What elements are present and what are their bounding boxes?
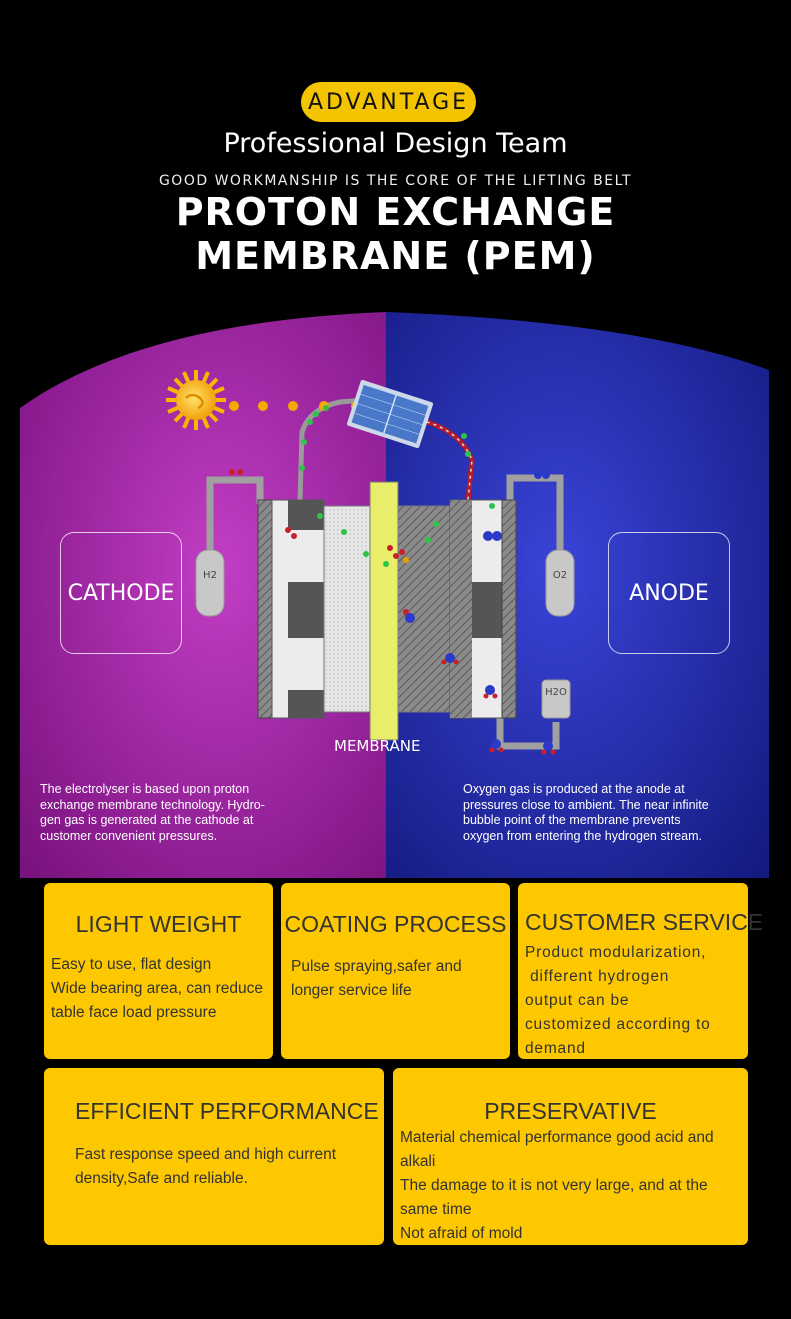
feature-line: same time [400, 1201, 472, 1218]
title-line-1: PROTON EXCHANGE [175, 190, 616, 234]
feature-text: Easy to use, flat design Wide bearing ar… [51, 953, 263, 1025]
feature-line: demand [525, 1040, 586, 1057]
anode-box: ANODE [608, 532, 730, 654]
feature-card-coating-process: COATING PROCESS Pulse spraying,safer and… [281, 883, 510, 1059]
feature-card-preservative: PRESERVATIVE Material chemical performan… [393, 1068, 748, 1245]
anode-desc-line: bubble point of the membrane prevents [463, 813, 681, 827]
anode-background [386, 312, 769, 878]
feature-card-customer-service: CUSTOMER SERVICE Product modularization,… [518, 883, 764, 1061]
cathode-description: The electrolyser is based upon proton ex… [40, 782, 265, 844]
page-title: PROTON EXCHANGE MEMBRANE (PEM) [0, 190, 791, 278]
feature-line: Fast response speed and high current [75, 1146, 337, 1163]
feature-text: Material chemical performance good acid … [400, 1126, 714, 1246]
pem-diagram-graphic: H2 O2 H2O [20, 312, 769, 878]
feature-text: Fast response speed and high current den… [75, 1143, 336, 1191]
feature-title: PRESERVATIVE [484, 1098, 657, 1124]
subtitle: Professional Design Team [223, 128, 568, 159]
o2-label: O2 [553, 570, 567, 581]
feature-line: alkali [400, 1153, 436, 1170]
feature-line: customized according to [525, 1016, 711, 1033]
cathode-desc-line: exchange membrane technology. Hydro- [40, 797, 265, 812]
o2-cylinder [545, 549, 575, 617]
cathode-label: CATHODE [67, 580, 175, 606]
feature-title: COATING PROCESS [284, 911, 507, 937]
feature-line: Pulse spraying,safer and [291, 958, 462, 975]
h2-cylinder [195, 549, 225, 617]
feature-line: The damage to it is not very large, and … [400, 1177, 708, 1194]
title-line-2: MEMBRANE (PEM) [195, 234, 596, 278]
anode-desc-line: Oxygen gas is produced at the anode at [463, 782, 685, 796]
feature-line: density,Safe and reliable. [75, 1170, 248, 1187]
anode-description: Oxygen gas is produced at the anode at p… [463, 782, 709, 844]
feature-line: longer service life [291, 982, 412, 999]
cathode-box: CATHODE [60, 532, 182, 654]
anode-desc-line: pressures close to ambient. The near inf… [463, 797, 709, 812]
solar-panel-icon [346, 379, 434, 449]
feature-title: LIGHT WEIGHT [75, 911, 242, 937]
sun-icon [166, 370, 226, 430]
feature-card-efficient-performance: EFFICIENT PERFORMANCE Fast response spee… [44, 1068, 384, 1245]
feature-title: CUSTOMER SERVICE [525, 909, 764, 935]
pem-diagram: H2 O2 H2O [20, 312, 769, 878]
h2-label: H2 [203, 570, 217, 581]
feature-line: Wide bearing area, can reduce [51, 980, 263, 997]
anode-label: ANODE [629, 580, 709, 606]
h2o-tank [541, 679, 571, 719]
feature-text: Pulse spraying,safer and longer service … [291, 955, 462, 1003]
feature-card-light-weight: LIGHT WEIGHT Easy to use, flat design Wi… [44, 883, 273, 1059]
electrolyser-cell [257, 481, 517, 741]
membrane-strip [369, 481, 399, 741]
anode-desc-line: oxygen from entering the hydrogen stream… [463, 828, 703, 843]
feature-title: EFFICIENT PERFORMANCE [75, 1098, 379, 1124]
advantage-badge: ADVANTAGE [301, 82, 476, 122]
feature-line: different hydrogen [525, 968, 670, 985]
feature-line: Easy to use, flat design [51, 956, 212, 973]
h2o-label: H2O [545, 687, 567, 698]
feature-line: Material chemical performance good acid … [400, 1129, 714, 1146]
cathode-desc-line: customer convenient pressures. [40, 828, 218, 843]
cathode-desc-line: gen gas is generated at the cathode at [40, 813, 254, 827]
feature-line: table face load pressure [51, 1004, 217, 1021]
feature-text: Product modularization, different hydrog… [525, 941, 711, 1061]
membrane-label: MEMBRANE [334, 737, 421, 755]
tagline: GOOD WORKMANSHIP IS THE CORE OF THE LIFT… [158, 173, 633, 189]
feature-line: Product modularization, [525, 944, 707, 961]
feature-line: Not afraid of mold [400, 1225, 523, 1242]
cathode-desc-line: The electrolyser is based upon proton [40, 782, 250, 796]
feature-line: output can be [525, 992, 630, 1009]
